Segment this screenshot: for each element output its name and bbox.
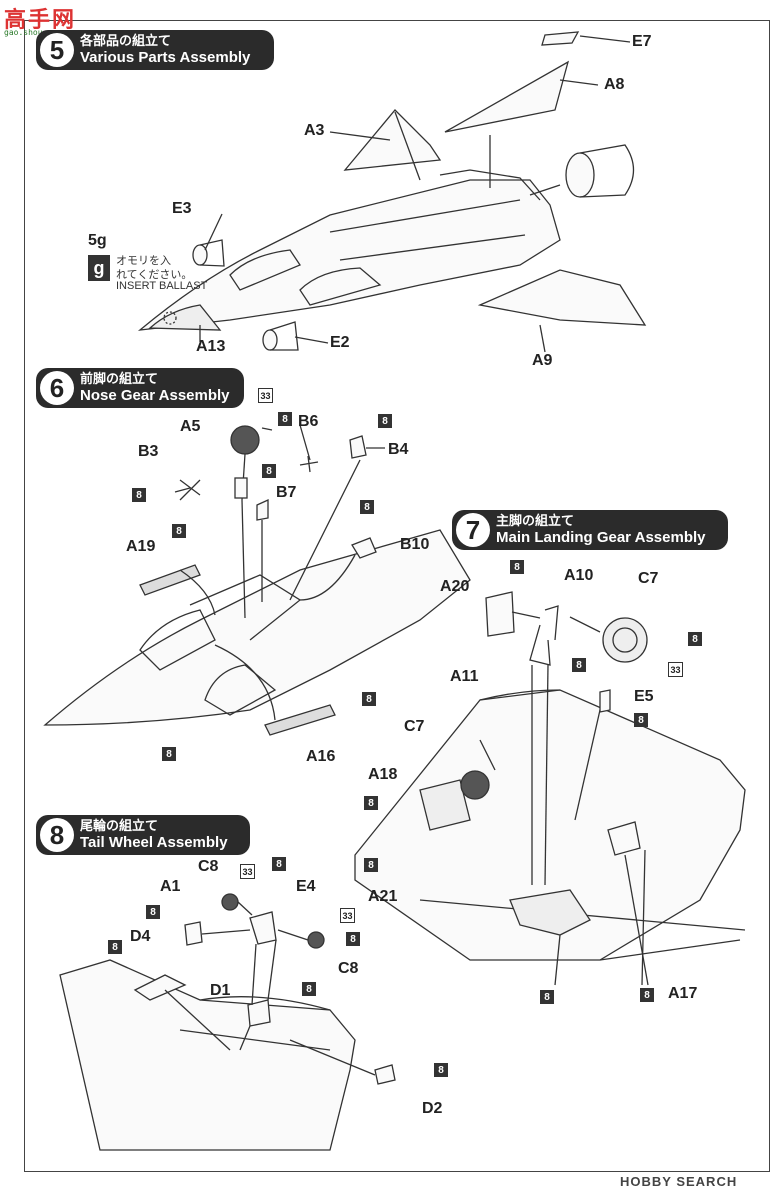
ballast-text-en: INSERT BALLAST — [116, 280, 208, 292]
part-label-d4: D4 — [130, 928, 151, 945]
paint-badge-8: 8 — [162, 747, 176, 761]
part-label-e2: E2 — [330, 334, 350, 351]
paint-badge-8: 8 — [640, 988, 654, 1002]
watermark-sub: gao.shou.com — [4, 28, 62, 37]
part-label-a21: A21 — [368, 888, 398, 905]
part-label-a17: A17 — [668, 985, 698, 1002]
part-label-a19: A19 — [126, 538, 156, 555]
hobby-search-logo: HOBBY SEARCH — [620, 1174, 738, 1189]
ballast-text-jp-1: オモリを入 — [116, 255, 171, 267]
paint-badge-8: 8 — [572, 658, 586, 672]
step-7-title-jp: 主脚の組立て — [496, 514, 575, 529]
part-label-a16: A16 — [306, 748, 336, 765]
part-label-b6: B6 — [298, 413, 319, 430]
paint-badge-8: 8 — [378, 414, 392, 428]
step-5-title-jp: 各部品の組立て — [80, 34, 172, 49]
part-label-a18: A18 — [368, 766, 398, 783]
ballast-text-jp-2: れてください。 — [116, 269, 193, 281]
part-label-c7: C7 — [638, 570, 659, 587]
step-8-title-en: Tail Wheel Assembly — [80, 834, 228, 851]
part-label-a10: A10 — [564, 567, 594, 584]
part-label-a8: A8 — [604, 76, 625, 93]
ballast-icon: g — [88, 255, 110, 281]
part-label-e5: E5 — [634, 688, 654, 705]
part-label-a13: A13 — [196, 338, 226, 355]
part-label-a9: A9 — [532, 352, 553, 369]
step-6-header: 6 前脚の組立て Nose Gear Assembly — [36, 368, 244, 408]
ballast-weight: 5g — [88, 232, 107, 249]
paint-badge-8: 8 — [634, 713, 648, 727]
paint-badge-33: 33 — [240, 864, 255, 879]
step-5-number: 5 — [40, 33, 74, 67]
part-label-e7: E7 — [632, 33, 652, 50]
paint-badge-8: 8 — [132, 488, 146, 502]
part-label-b10: B10 — [400, 536, 430, 553]
paint-badge-8: 8 — [278, 412, 292, 426]
part-label-d1: D1 — [210, 982, 231, 999]
paint-badge-8: 8 — [346, 932, 360, 946]
part-label-d2: D2 — [422, 1100, 443, 1117]
paint-badge-33: 33 — [668, 662, 683, 677]
step-8-title-jp: 尾輪の組立て — [80, 819, 159, 834]
step-5-header: 5 各部品の組立て Various Parts Assembly — [36, 30, 274, 70]
paint-badge-8: 8 — [360, 500, 374, 514]
paint-badge-8: 8 — [302, 982, 316, 996]
part-label-a20: A20 — [440, 578, 470, 595]
paint-badge-8: 8 — [688, 632, 702, 646]
paint-badge-8: 8 — [262, 464, 276, 478]
paint-badge-8: 8 — [364, 796, 378, 810]
part-label-e4: E4 — [296, 878, 316, 895]
step-8-header: 8 尾輪の組立て Tail Wheel Assembly — [36, 815, 250, 855]
paint-badge-8: 8 — [108, 940, 122, 954]
part-label-b7: B7 — [276, 484, 297, 501]
step-7-header: 7 主脚の組立て Main Landing Gear Assembly — [452, 510, 728, 550]
part-label-a3: A3 — [304, 122, 325, 139]
part-label-a11: A11 — [450, 668, 479, 685]
paint-badge-8: 8 — [146, 905, 160, 919]
step-6-title-jp: 前脚の組立て — [80, 372, 159, 387]
part-label-a1: A1 — [160, 878, 181, 895]
step-5-title-en: Various Parts Assembly — [80, 49, 251, 66]
part-label-c8: C8 — [338, 960, 359, 977]
paint-badge-33: 33 — [258, 388, 273, 403]
part-label-a5: A5 — [180, 418, 201, 435]
part-label-b3: B3 — [138, 443, 159, 460]
part-label-c8: C8 — [198, 858, 219, 875]
step-6-title-en: Nose Gear Assembly — [80, 387, 230, 404]
step-7-number: 7 — [456, 513, 490, 547]
paint-badge-8: 8 — [272, 857, 286, 871]
paint-badge-8: 8 — [364, 858, 378, 872]
step-8-number: 8 — [40, 818, 74, 852]
step-6-number: 6 — [40, 371, 74, 405]
paint-badge-8: 8 — [362, 692, 376, 706]
paint-badge-8: 8 — [434, 1063, 448, 1077]
watermark: 高手网 — [4, 8, 77, 33]
paint-badge-8: 8 — [540, 990, 554, 1004]
part-label-b4: B4 — [388, 441, 409, 458]
paint-badge-8: 8 — [172, 524, 186, 538]
paint-badge-8: 8 — [510, 560, 524, 574]
part-label-e3: E3 — [172, 200, 192, 217]
paint-badge-33: 33 — [340, 908, 355, 923]
part-label-c7: C7 — [404, 718, 425, 735]
step-7-title-en: Main Landing Gear Assembly — [496, 529, 706, 546]
